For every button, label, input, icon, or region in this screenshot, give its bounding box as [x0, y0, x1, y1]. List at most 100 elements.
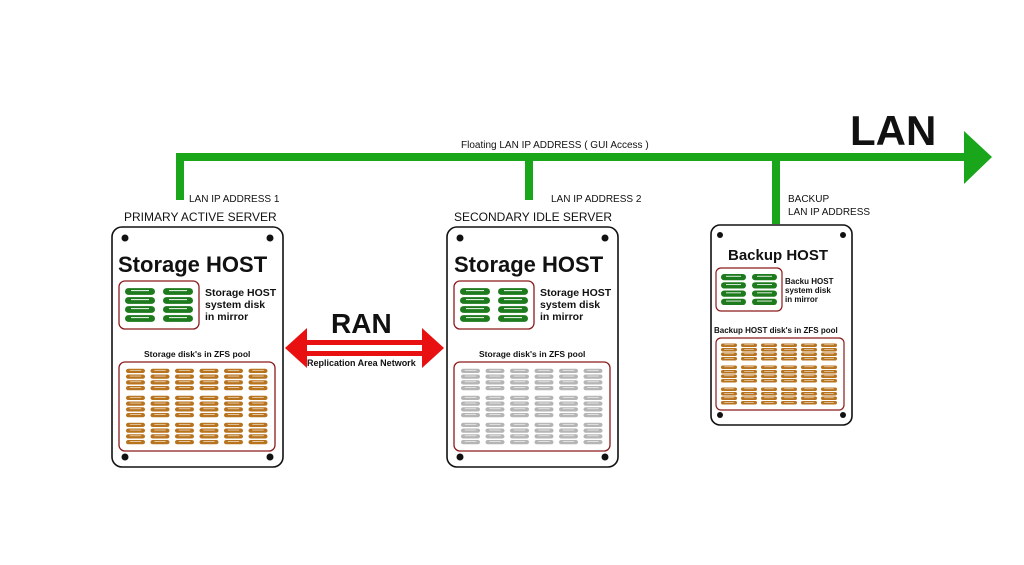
screw	[840, 232, 846, 238]
secondary-pool-disks	[461, 368, 603, 445]
disk-stack-icon	[583, 422, 603, 445]
disk-stack-icon	[534, 368, 554, 391]
primary-host-title: Storage HOST	[118, 252, 268, 277]
lan-ip2-label: LAN IP ADDRESS 2	[551, 194, 642, 205]
secondary-system-desc-line2: system disk	[540, 299, 600, 311]
disk-stack-icon	[248, 422, 268, 445]
disk-stack-icon	[821, 365, 837, 383]
disk-stack-icon	[781, 343, 797, 361]
disk-stack-icon	[741, 343, 757, 361]
disk-stack-icon	[741, 365, 757, 383]
backup-pool-disks	[721, 343, 837, 405]
screw	[717, 232, 723, 238]
backup-system-disks	[721, 273, 777, 306]
backup-system-desc-line1: Backu HOST	[785, 277, 834, 286]
lan-line	[176, 153, 965, 200]
secondary-server: SECONDARY IDLE SERVER Storage HOST Stora…	[446, 210, 619, 468]
disk-stack-icon	[461, 422, 480, 445]
screw	[266, 453, 274, 461]
disk-stack-icon	[199, 422, 219, 445]
screw	[456, 453, 464, 461]
disk-stack-icon	[559, 395, 578, 418]
backup-server: Backup HOST Backu HOST system disk in mi…	[710, 224, 853, 426]
disk-stack-icon	[163, 288, 193, 322]
disk-stack-icon	[761, 343, 777, 361]
disk-stack-icon	[175, 368, 194, 391]
disk-stack-icon	[126, 395, 145, 418]
backup-pool-frame	[715, 337, 845, 411]
backup-host-title: Backup HOST	[728, 247, 828, 264]
disk-stack-icon	[752, 273, 777, 306]
disk-stack-icon	[150, 422, 170, 445]
disk-stack-icon	[199, 395, 219, 418]
disk-stack-icon	[175, 395, 194, 418]
screw	[266, 234, 274, 242]
disk-stack-icon	[559, 368, 578, 391]
secondary-server-caption: SECONDARY IDLE SERVER	[454, 210, 612, 224]
screw	[456, 234, 464, 242]
backup-ip-label-line2: LAN IP ADDRESS	[788, 207, 870, 218]
disk-stack-icon	[721, 343, 737, 361]
lan-network: LAN Floating LAN IP ADDRESS ( GUI Access…	[176, 107, 992, 224]
screw	[601, 453, 609, 461]
screw	[840, 412, 846, 418]
disk-stack-icon	[761, 387, 777, 405]
disk-stack-icon	[821, 387, 837, 405]
lan-ip1-label: LAN IP ADDRESS 1	[189, 194, 280, 205]
disk-stack-icon	[781, 387, 797, 405]
disk-stack-icon	[175, 422, 194, 445]
disk-stack-icon	[721, 365, 737, 383]
primary-system-desc-line2: system disk	[205, 299, 265, 311]
disk-stack-icon	[559, 422, 578, 445]
lan-arrowhead	[964, 131, 992, 184]
secondary-system-desc-line3: in mirror	[540, 311, 583, 323]
disk-stack-icon	[224, 368, 243, 391]
disk-stack-icon	[801, 365, 817, 383]
screw	[717, 412, 723, 418]
secondary-system-desc-line1: Storage HOST	[540, 287, 612, 299]
disk-stack-icon	[150, 368, 170, 391]
disk-stack-icon	[801, 387, 817, 405]
backup-system-desc-line3: in mirror	[785, 295, 818, 304]
backup-pool-label: Backup HOST disk's in ZFS pool	[714, 326, 838, 335]
disk-stack-icon	[821, 343, 837, 361]
secondary-system-disks	[460, 288, 528, 322]
disk-stack-icon	[485, 368, 505, 391]
disk-stack-icon	[224, 395, 243, 418]
screw	[601, 234, 609, 242]
disk-stack-icon	[741, 387, 757, 405]
disk-stack-icon	[801, 343, 817, 361]
disk-stack-icon	[583, 395, 603, 418]
disk-stack-icon	[583, 368, 603, 391]
primary-pool-disks	[126, 368, 268, 445]
backup-system-desc-line2: system disk	[785, 286, 831, 295]
disk-stack-icon	[150, 395, 170, 418]
disk-stack-icon	[510, 422, 529, 445]
primary-system-desc-line1: Storage HOST	[205, 287, 277, 299]
disk-stack-icon	[498, 288, 528, 322]
disk-stack-icon	[460, 288, 490, 322]
disk-stack-icon	[721, 387, 737, 405]
disk-stack-icon	[510, 395, 529, 418]
primary-server: PRIMARY ACTIVE SERVER Storage HOST Stora…	[111, 210, 284, 468]
ran-link: RAN Replication Area Network	[285, 308, 444, 368]
disk-stack-icon	[534, 395, 554, 418]
floating-ip-label: Floating LAN IP ADDRESS ( GUI Access )	[461, 140, 649, 151]
ran-subtitle: Replication Area Network	[307, 358, 417, 368]
disk-stack-icon	[534, 422, 554, 445]
ran-arrow-center-stripe	[307, 345, 422, 351]
disk-stack-icon	[761, 365, 777, 383]
disk-stack-icon	[126, 368, 145, 391]
disk-stack-icon	[125, 288, 155, 322]
disk-stack-icon	[461, 395, 480, 418]
backup-ip-label-line1: BACKUP	[788, 194, 829, 205]
disk-stack-icon	[721, 273, 746, 306]
primary-pool-label: Storage disk's in ZFS pool	[144, 349, 250, 359]
primary-system-disks	[125, 288, 193, 322]
screw	[121, 234, 129, 242]
disk-stack-icon	[510, 368, 529, 391]
lan-title: LAN	[850, 107, 936, 154]
disk-stack-icon	[248, 395, 268, 418]
disk-stack-icon	[224, 422, 243, 445]
